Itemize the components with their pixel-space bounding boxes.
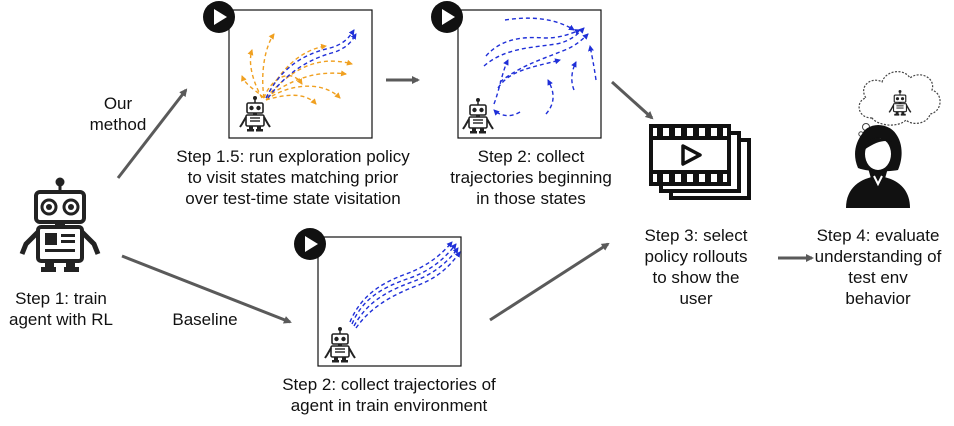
step2-bottom-label: Step 2: collect trajectories of agent in… [282,375,496,415]
blue-test-paths [265,29,357,99]
orange-exploration-paths [241,33,353,105]
our-method-label: Our method [89,94,147,134]
baseline-label: Baseline [172,310,238,329]
step15-label: Step 1.5: run exploration policy to visi… [176,147,410,208]
robot-icon [19,177,101,272]
play-button-icon[interactable] [203,1,235,33]
collected-trajectories-panel [431,1,602,139]
blue-trajectory-paths [483,17,597,117]
baseline-trajectories-panel [294,228,462,367]
step2-top-label: Step 2: collect trajectories beginning i… [450,147,612,208]
blue-baseline-paths [349,241,461,329]
step4-label: Step 4: evaluate understanding of test e… [814,226,942,308]
exploration-panel [203,1,373,139]
flow-arrows [116,76,814,324]
step1-label: Step 1: train agent with RL [9,289,113,329]
step3-label: Step 3: select policy rollouts to show t… [644,226,748,308]
play-button-icon[interactable] [431,1,463,33]
user-icon [846,125,910,208]
play-button-icon[interactable] [294,228,326,260]
video-stack-icon [649,124,751,200]
